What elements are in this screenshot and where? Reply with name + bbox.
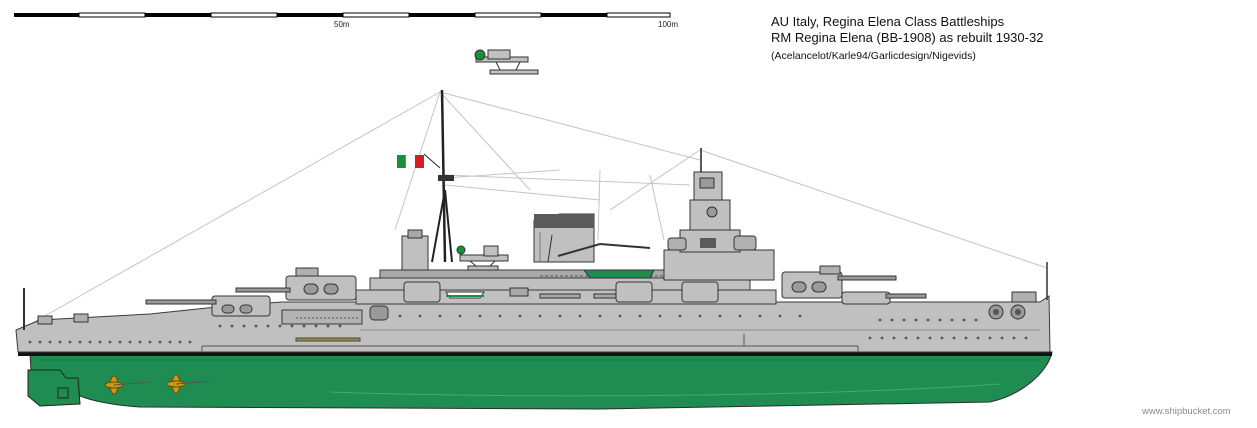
italian-flag-icon (397, 153, 441, 169)
portholes (28, 314, 1028, 344)
propeller-icon (104, 375, 151, 395)
propeller-icon (166, 374, 211, 394)
seaplane-in-flight (474, 49, 539, 75)
lower-hull (29, 351, 1053, 410)
forward-superfiring-turret (781, 265, 897, 299)
bridge-tower (663, 148, 775, 281)
site-credit: www.shipbucket.com (1142, 406, 1231, 417)
anchor-icon (988, 304, 1026, 320)
boot-topping (18, 352, 1052, 356)
scale-bar (14, 12, 671, 18)
mainmast (401, 89, 454, 271)
aft-main-turret (145, 295, 271, 317)
title-line-2: RM Regina Elena (BB-1908) as rebuilt 193… (771, 30, 1044, 45)
scale-label-100m: 100m (658, 20, 679, 29)
crane (547, 234, 651, 263)
ship-boat (445, 269, 655, 299)
credits-line: (Acelancelot/Karle94/Garlicdesign/Nigevi… (771, 50, 976, 62)
boom (295, 337, 361, 342)
scale-label-50m: 50m (334, 20, 350, 29)
secondary-turret (403, 281, 719, 303)
forward-main-turret (841, 291, 1037, 305)
rigging-lines (19, 91, 1048, 331)
aft-superfiring-turret (235, 267, 357, 301)
seaplane-on-deck (456, 245, 509, 271)
title-line-1: AU Italy, Regina Elena Class Battleships (771, 14, 1005, 29)
secondary-gun (37, 305, 389, 325)
